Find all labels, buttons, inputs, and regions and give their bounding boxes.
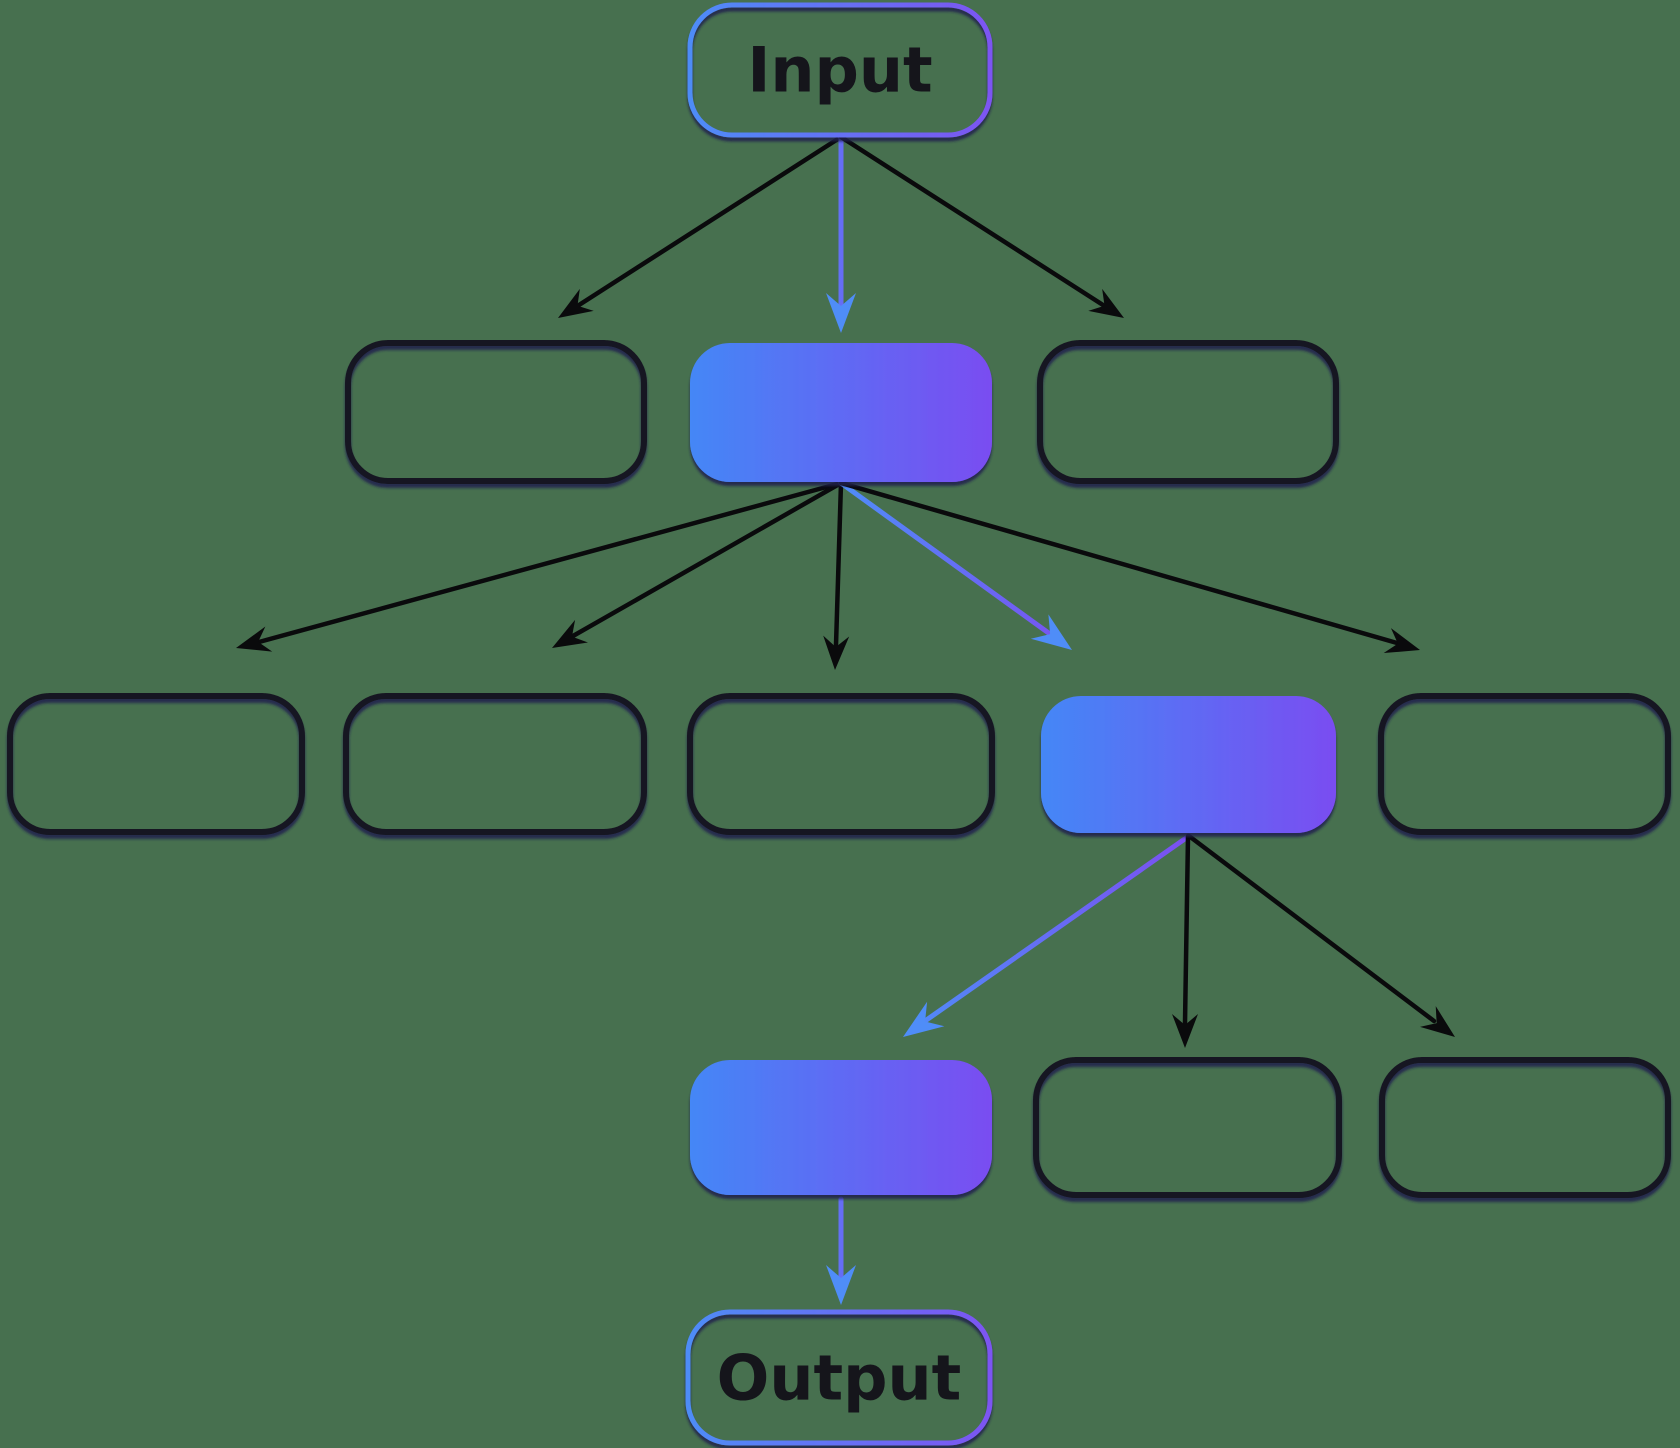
row4-node-right [1379, 1057, 1671, 1198]
input-label: Input [747, 34, 932, 107]
arrowhead-highlighted [826, 293, 856, 333]
arrow-row2-to-row3-node4-highlighted [838, 480, 1072, 650]
arrowhead [823, 635, 850, 670]
arrow-input-to-row2-left [558, 134, 844, 318]
arrowhead [558, 288, 594, 318]
arrowhead-highlighted [826, 1265, 856, 1305]
arrow-row3-to-row4-center [1172, 833, 1198, 1048]
arrow-row3-to-row4-right [1186, 833, 1455, 1037]
input-node: Input [687, 2, 993, 138]
arrow-row2-to-row3-node2 [552, 480, 844, 648]
arrowhead [1088, 288, 1124, 318]
row2-node-right [1037, 340, 1339, 484]
arrowhead [552, 619, 588, 648]
row3-node4-highlighted [1041, 696, 1336, 833]
row2-node-center-highlighted [690, 343, 992, 482]
row3-node5 [1378, 693, 1671, 835]
arrow-row4-to-output-highlighted [826, 1196, 856, 1305]
row3-node1 [7, 693, 305, 835]
arrowhead [236, 626, 273, 652]
arrow-row3-to-row4-left-highlighted [903, 833, 1192, 1037]
arrowhead [1172, 1014, 1198, 1048]
arrowhead [1420, 1006, 1455, 1037]
row3-node3 [687, 693, 995, 835]
arrowhead [1383, 628, 1420, 654]
row3-node2 [343, 693, 647, 835]
output-node: Output [685, 1309, 993, 1446]
arrow-row2-to-row3-node1 [236, 480, 844, 652]
arrow-row2-to-row3-node3 [823, 480, 850, 670]
row4-node-left-highlighted [690, 1060, 992, 1195]
row4-node-center [1033, 1057, 1342, 1198]
output-label: Output [717, 1342, 962, 1415]
row2-node-left [345, 340, 647, 484]
arrowhead-highlighted [1030, 614, 1072, 650]
arrow-row2-to-row3-node5 [838, 480, 1420, 654]
arrowhead-highlighted [903, 1001, 945, 1037]
arrow-input-to-row2-center-highlighted [826, 134, 856, 333]
arrow-input-to-row2-right [838, 134, 1124, 318]
